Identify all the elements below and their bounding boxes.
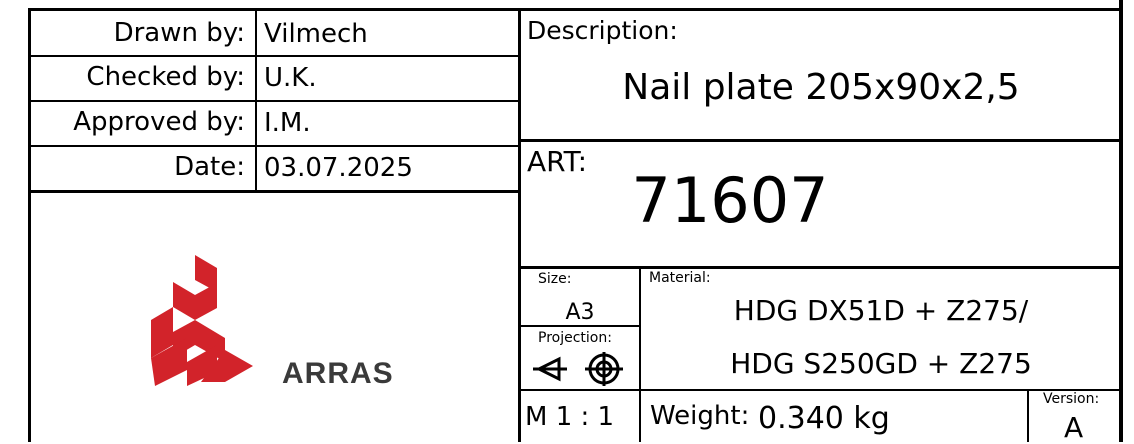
weight-value: 0.340 kg: [758, 401, 890, 436]
scale-line: [518, 389, 1122, 391]
logo-text: ARRAS: [282, 357, 394, 390]
weight-label: Weight:: [650, 401, 750, 431]
row-line-3: [28, 145, 520, 147]
row-line-2: [28, 100, 520, 102]
art-label: ART:: [527, 145, 588, 178]
row-line-1: [28, 55, 520, 57]
first-angle-projection-icon: [533, 352, 623, 386]
size-value: A3: [565, 300, 595, 325]
material-line-2: HDG S250GD + Z275: [730, 347, 1032, 380]
date-value: 03.07.2025: [264, 153, 413, 183]
checked-by-value: U.K.: [264, 63, 317, 93]
border-top: [28, 8, 1122, 11]
date-label: Date:: [174, 152, 245, 182]
divider-main-vertical: [518, 8, 521, 442]
material-label: Material:: [649, 270, 711, 286]
arras-logo-mark: [151, 255, 253, 386]
desc-bottom-line: [518, 139, 1122, 142]
version-label: Version:: [1043, 391, 1100, 407]
row-line-4: [28, 190, 520, 193]
approved-by-value: I.M.: [264, 108, 311, 138]
size-label: Size:: [538, 271, 572, 287]
scale-value: M 1 : 1: [525, 402, 615, 432]
art-number: 71607: [631, 164, 829, 237]
version-value: A: [1064, 411, 1084, 444]
description-value: Nail plate 205x90x2,5: [622, 67, 1020, 108]
drawn-by-value: Vilmech: [264, 19, 368, 49]
projection-label: Projection:: [538, 330, 612, 346]
checked-by-label: Checked by:: [86, 62, 245, 92]
art-bottom-line: [518, 266, 1122, 269]
description-label: Description:: [527, 16, 678, 45]
drawn-by-label: Drawn by:: [113, 18, 245, 48]
material-line-1: HDG DX51D + Z275/: [733, 294, 1029, 327]
approved-by-label: Approved by:: [73, 107, 245, 137]
size-projection-line: [518, 325, 640, 327]
border-right: [1119, 0, 1123, 442]
size-material-divider: [639, 266, 641, 442]
version-divider: [1027, 389, 1029, 442]
border-left: [28, 8, 31, 442]
label-value-divider: [255, 8, 257, 192]
